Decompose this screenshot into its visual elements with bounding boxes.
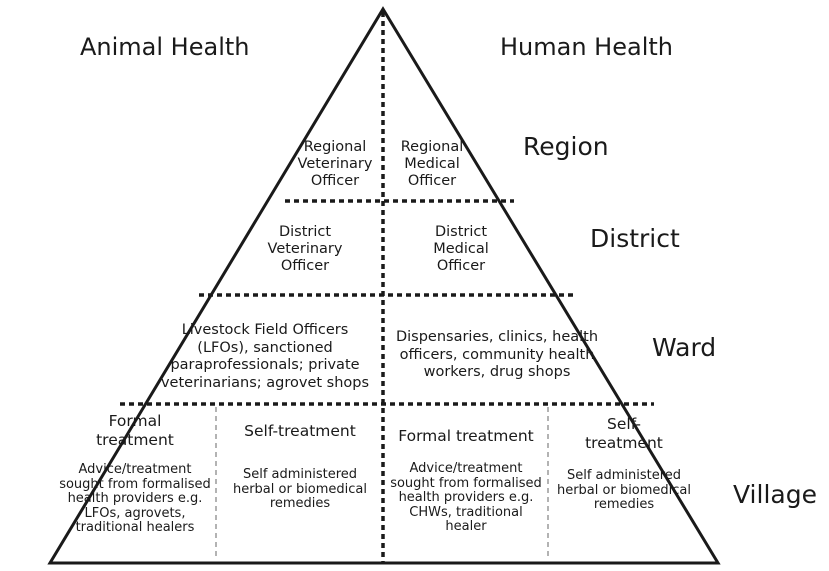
desc-line: remedies <box>269 496 331 511</box>
region-animal-line: Officer <box>310 173 360 189</box>
village-animal-formal-desc: Advice/treatment sought from formalised … <box>55 462 215 536</box>
village-human-formal-title: Formal treatment <box>386 427 546 446</box>
level-region: Region <box>523 132 609 161</box>
district-animal-line: Veterinary <box>267 241 343 257</box>
village-animal-formal: Formal treatment Advice/treatment sought… <box>55 412 215 536</box>
desc-line: remedies <box>593 497 655 512</box>
district-animal-line: Officer <box>280 258 330 274</box>
desc-line: Advice/treatment <box>409 461 523 476</box>
desc-line: LFOs, agrovets, <box>84 505 186 521</box>
ward-human-line: workers, drug shops <box>423 364 571 380</box>
desc-line: sought from formalised <box>390 475 542 491</box>
district-animal-cell: District Veterinary Officer <box>240 224 370 275</box>
desc-line: healer <box>445 519 487 534</box>
village-human-self: Self- treatment Self administered herbal… <box>552 415 696 513</box>
ward-human-line: officers, community health <box>399 346 595 363</box>
desc-line: sought from formalised <box>59 476 211 492</box>
village-human-self-desc: Self administered herbal or biomedical r… <box>552 468 696 513</box>
title-line: Self-treatment <box>244 422 356 440</box>
desc-line: traditional healers <box>75 520 195 535</box>
desc-line: herbal or biomedical <box>556 482 692 498</box>
ward-animal-line: (LFOs), sanctioned <box>197 339 333 356</box>
ward-animal-line: paraprofessionals; private <box>170 357 360 373</box>
village-human-formal: Formal treatment Advice/treatment sought… <box>386 427 546 535</box>
desc-line: CHWs, traditional <box>409 504 523 520</box>
title-line: treatment <box>96 431 174 449</box>
ward-animal-line: veterinarians; agrovet shops <box>160 374 370 391</box>
village-human-formal-desc: Advice/treatment sought from formalised … <box>386 461 546 535</box>
title-line: Formal <box>108 412 162 430</box>
desc-line: Advice/treatment <box>78 462 192 477</box>
region-animal-line: Veterinary <box>297 156 373 172</box>
desc-line: Self administered <box>566 468 682 483</box>
human-health-header: Human Health <box>500 33 673 61</box>
ward-human-cell: Dispensaries, clinics, health officers, … <box>386 329 608 382</box>
village-animal-self: Self-treatment Self administered herbal … <box>220 422 380 512</box>
animal-health-header: Animal Health <box>80 33 250 61</box>
title-line: treatment <box>585 434 663 452</box>
desc-line: health providers e.g. <box>398 490 534 505</box>
region-animal-cell: Regional Veterinary Officer <box>289 139 381 190</box>
ward-human-line: Dispensaries, clinics, health <box>395 329 599 345</box>
level-village: Village <box>733 480 817 509</box>
ward-animal-line: Livestock Field Officers <box>181 322 349 338</box>
desc-line: health providers e.g. <box>67 491 203 506</box>
district-animal-line: District <box>278 224 332 240</box>
region-human-line: Regional <box>400 139 464 155</box>
title-line: Formal treatment <box>398 427 534 445</box>
village-human-self-title: Self- treatment <box>552 415 696 453</box>
pyramid-outline <box>47 6 721 565</box>
district-human-cell: District Medical Officer <box>396 224 526 275</box>
level-ward: Ward <box>652 333 717 362</box>
region-human-cell: Regional Medical Officer <box>386 139 478 190</box>
district-human-line: District <box>434 224 488 240</box>
region-human-line: Officer <box>407 173 457 189</box>
village-animal-self-desc: Self administered herbal or biomedical r… <box>220 467 380 512</box>
level-district: District <box>590 224 680 253</box>
region-human-line: Medical <box>404 156 460 172</box>
village-animal-formal-title: Formal treatment <box>55 412 215 450</box>
ward-animal-cell: Livestock Field Officers (LFOs), sanctio… <box>150 322 380 392</box>
district-human-line: Officer <box>436 258 486 274</box>
title-line: Self- <box>607 415 641 433</box>
desc-line: Self administered <box>242 467 358 482</box>
district-human-line: Medical <box>433 241 489 257</box>
village-animal-self-title: Self-treatment <box>220 422 380 441</box>
region-animal-line: Regional <box>303 139 367 155</box>
desc-line: herbal or biomedical <box>232 481 368 497</box>
